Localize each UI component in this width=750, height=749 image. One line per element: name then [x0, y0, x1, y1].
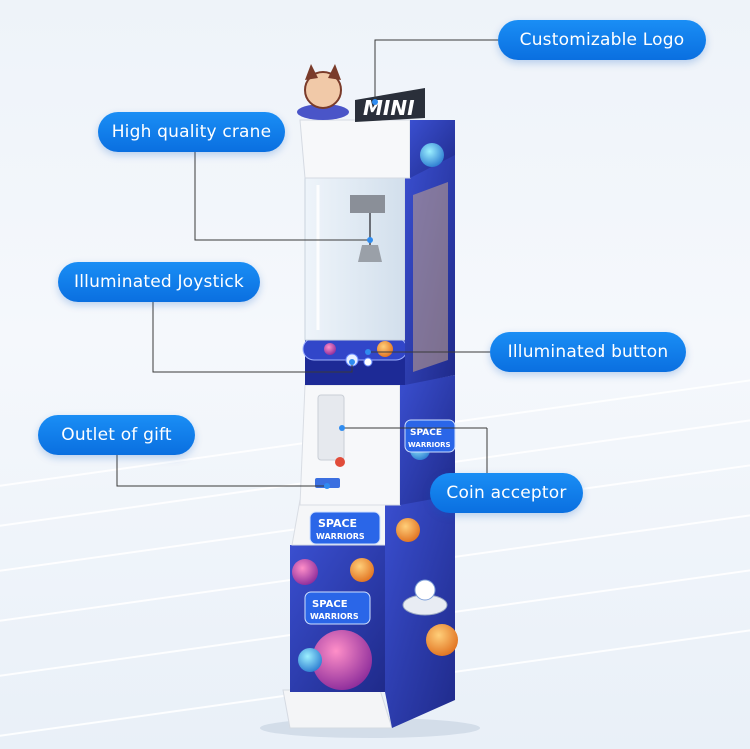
- crane-claw: [358, 245, 382, 262]
- svg-text:WARRIORS: WARRIORS: [408, 441, 451, 449]
- callout-dot: [339, 425, 345, 431]
- decal-planet: [292, 559, 318, 585]
- leader-line-joystick: [152, 282, 353, 373]
- decal-planet: [312, 630, 372, 690]
- space-warriors-decal-front: SPACE WARRIORS: [309, 511, 381, 545]
- callout-dot: [367, 237, 373, 243]
- space-warriors-decal-side: SPACE WARRIORS: [404, 419, 456, 453]
- callout-customizable-logo: Customizable Logo: [498, 20, 706, 60]
- leader-line-logo: [374, 39, 498, 102]
- mid-cabinet: [299, 384, 401, 506]
- callout-dot: [372, 99, 378, 105]
- marquee-text: MINI: [363, 96, 415, 120]
- callout-dot: [365, 349, 371, 355]
- callout-illuminated-button: Illuminated button: [490, 332, 686, 372]
- logo-topper-mascot: [304, 71, 342, 109]
- callout-lines: [116, 39, 498, 487]
- space-warriors-decal-lower: SPACE WARRIORS: [304, 591, 371, 625]
- logo-topper-ring: [297, 104, 349, 120]
- crane-gantry: [350, 195, 385, 213]
- callout-illuminated-joystick: Illuminated Joystick: [58, 262, 260, 302]
- decal-planet: [377, 341, 393, 357]
- decal-planet: [426, 624, 458, 656]
- top-hood: [299, 119, 411, 179]
- marquee-sign: [355, 88, 425, 122]
- machine-base: [282, 689, 393, 729]
- svg-text:WARRIORS: WARRIORS: [316, 532, 365, 541]
- callout-coin-acceptor: Coin acceptor: [430, 473, 583, 513]
- decal-planet: [324, 343, 336, 355]
- decal-planet: [350, 558, 374, 582]
- coin-return-button: [335, 457, 345, 467]
- svg-text:SPACE: SPACE: [312, 599, 348, 610]
- decal-planet: [396, 518, 420, 542]
- callout-dot: [324, 483, 330, 489]
- side-window: [413, 182, 448, 372]
- svg-text:WARRIORS: WARRIORS: [310, 612, 359, 621]
- callout-outlet-of-gift: Outlet of gift: [38, 415, 195, 455]
- callout-high-quality-crane: High quality crane: [98, 112, 285, 152]
- svg-text:SPACE: SPACE: [410, 428, 442, 438]
- illuminated-button: [363, 357, 373, 367]
- callout-dot: [349, 359, 355, 365]
- decal-astronaut: [414, 579, 436, 601]
- leader-line-crane: [194, 132, 370, 241]
- side-planet-icon: [420, 143, 444, 167]
- svg-text:SPACE: SPACE: [318, 517, 357, 530]
- decal-planet: [298, 648, 322, 672]
